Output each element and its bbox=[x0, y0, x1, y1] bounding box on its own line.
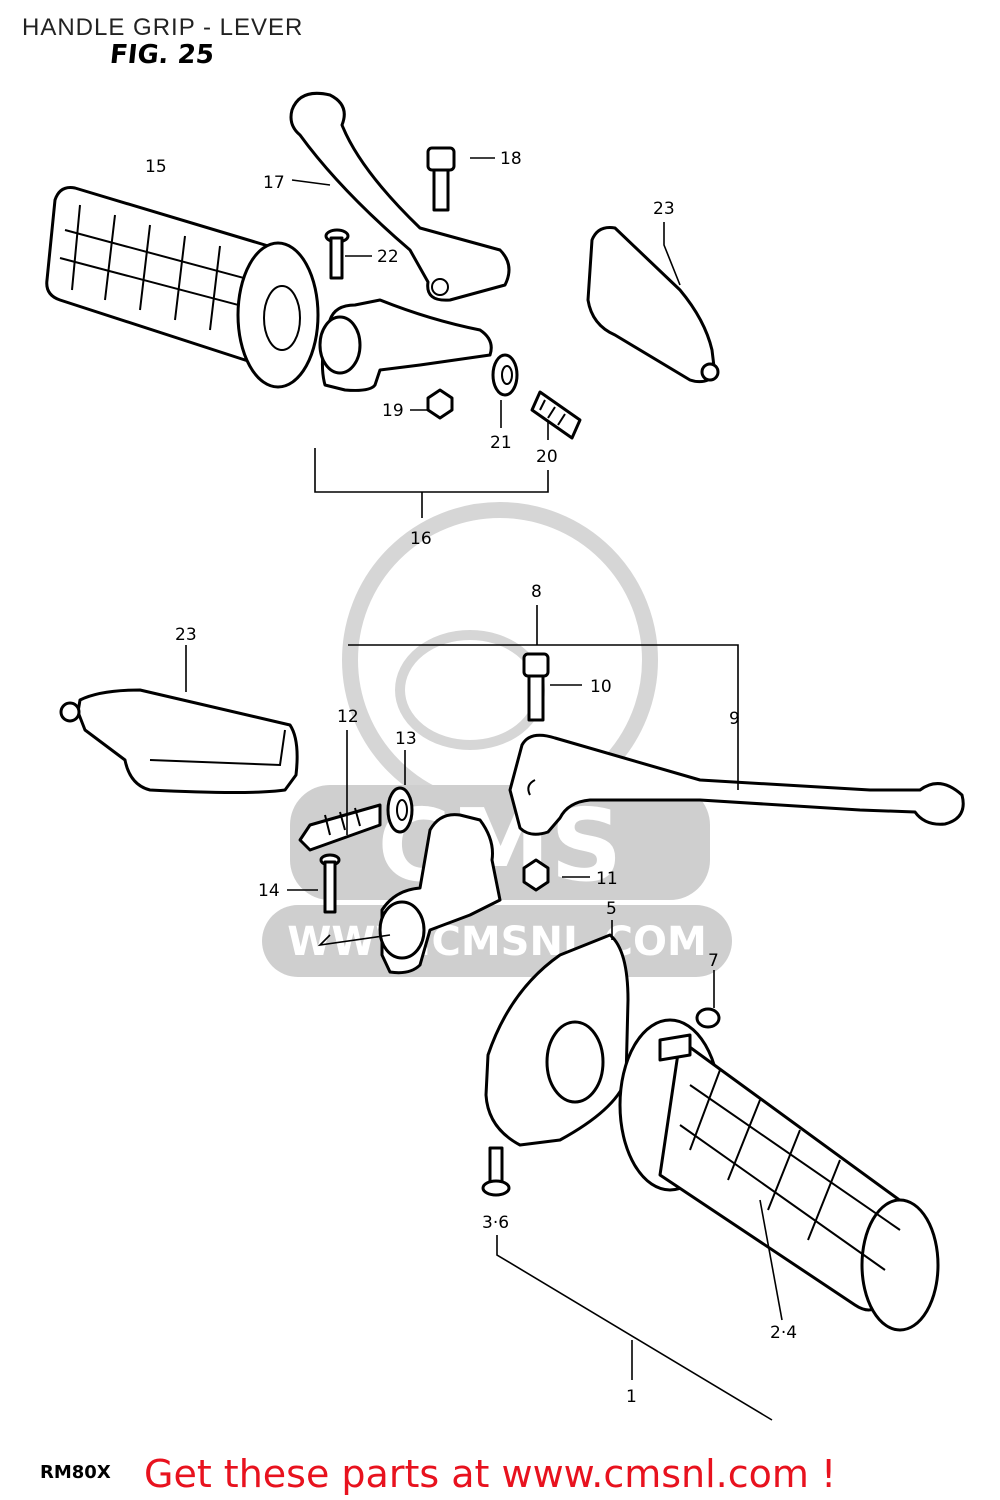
promo-link[interactable]: Get these parts at www.cmsnl.com ! bbox=[144, 1452, 837, 1496]
part-15-grip bbox=[45, 186, 320, 389]
callout-2-4: 2·4 bbox=[770, 1323, 797, 1343]
part-23-lever-cover-upper bbox=[586, 226, 720, 384]
callout-21: 21 bbox=[490, 433, 512, 453]
part-19-nut bbox=[426, 388, 454, 420]
callout-23-upper: 23 bbox=[653, 199, 675, 219]
part-11-nut bbox=[522, 858, 550, 892]
callout-18: 18 bbox=[500, 149, 522, 169]
callout-8: 8 bbox=[531, 582, 542, 602]
callout-23-lower: 23 bbox=[175, 625, 197, 645]
callout-19: 19 bbox=[382, 401, 404, 421]
part-14-screw bbox=[319, 853, 341, 914]
callout-11: 11 bbox=[596, 869, 618, 889]
callout-13: 13 bbox=[395, 729, 417, 749]
watermark-brand: CMS bbox=[378, 787, 623, 904]
callout-20: 20 bbox=[536, 447, 558, 467]
part-23-lever-cover-lower bbox=[59, 688, 299, 794]
part-17-clutch-lever bbox=[289, 91, 511, 302]
part-12-adjuster-screw bbox=[298, 803, 382, 852]
part-13-washer bbox=[386, 786, 414, 834]
part-2-4-throttle-grip bbox=[618, 1018, 940, 1332]
callout-1: 1 bbox=[626, 1387, 637, 1407]
callout-9: 9 bbox=[729, 709, 740, 729]
callout-15: 15 bbox=[145, 157, 167, 177]
leader-lines bbox=[185, 157, 783, 1421]
callout-16: 16 bbox=[410, 529, 432, 549]
part-21-washer bbox=[491, 353, 519, 397]
page-title: HANDLE GRIP - LEVER bbox=[22, 14, 304, 41]
part-5-throttle-housing bbox=[484, 933, 630, 1147]
callout-5: 5 bbox=[606, 899, 617, 919]
part-10-pivot-bolt bbox=[522, 652, 550, 722]
part-8-lever-holder bbox=[378, 813, 502, 975]
model-label: RM80X bbox=[40, 1462, 111, 1483]
watermark-url: WWW.CMSNL.COM bbox=[287, 919, 707, 965]
callouts: 15 17 18 22 23 19 21 20 16 8 23 10 12 13… bbox=[145, 149, 797, 1407]
callout-22: 22 bbox=[377, 247, 399, 267]
callout-3-6: 3·6 bbox=[482, 1213, 509, 1233]
callout-7: 7 bbox=[708, 951, 719, 971]
part-9-brake-lever bbox=[508, 733, 965, 836]
part-22-screw bbox=[324, 228, 350, 280]
part-18-bolt bbox=[426, 146, 456, 212]
callout-10: 10 bbox=[590, 677, 612, 697]
callout-17: 17 bbox=[263, 173, 285, 193]
callout-14: 14 bbox=[258, 881, 280, 901]
part-16-lever-holder bbox=[318, 298, 493, 392]
part-7-cable-end bbox=[695, 1007, 721, 1029]
part-3-6-screw bbox=[481, 1146, 511, 1197]
callout-12: 12 bbox=[337, 707, 359, 727]
part-20-adjuster-bolt bbox=[530, 390, 582, 440]
